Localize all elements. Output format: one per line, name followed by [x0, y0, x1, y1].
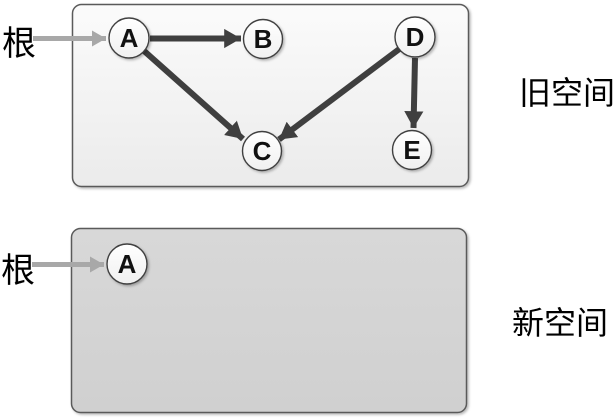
node-A-new: A	[106, 243, 148, 285]
edge-D-E	[404, 57, 424, 129]
node-B-circle	[242, 18, 284, 60]
root-label-old: 根	[2, 26, 36, 63]
old-space-label: 旧空间	[519, 75, 613, 111]
edge-A-C	[141, 47, 245, 142]
node-C-label: C	[253, 136, 272, 166]
node-B-label: B	[254, 24, 273, 54]
node-E: E	[391, 129, 433, 171]
node-A-old-circle	[108, 17, 150, 59]
root-label-new: 根	[1, 253, 35, 290]
node-C: C	[241, 130, 283, 172]
node-A-new-circle	[106, 243, 148, 285]
node-D-circle	[394, 16, 436, 58]
node-C-circle	[241, 130, 283, 172]
node-A-old-label: A	[120, 23, 139, 53]
node-D: D	[394, 16, 436, 58]
node-A-new-label: A	[118, 249, 137, 279]
old-space-box	[71, 3, 470, 188]
old-space: 根 A B C D	[2, 3, 613, 188]
new-space: 根 A 新空间	[1, 227, 608, 414]
new-space-label: 新空间	[512, 305, 608, 341]
edge-D-C	[277, 46, 402, 142]
new-space-box	[70, 227, 468, 414]
node-B: B	[242, 18, 284, 60]
node-D-label: D	[406, 22, 425, 52]
node-A-old: A	[108, 17, 150, 59]
node-E-circle	[391, 129, 433, 171]
node-E-label: E	[403, 135, 420, 165]
